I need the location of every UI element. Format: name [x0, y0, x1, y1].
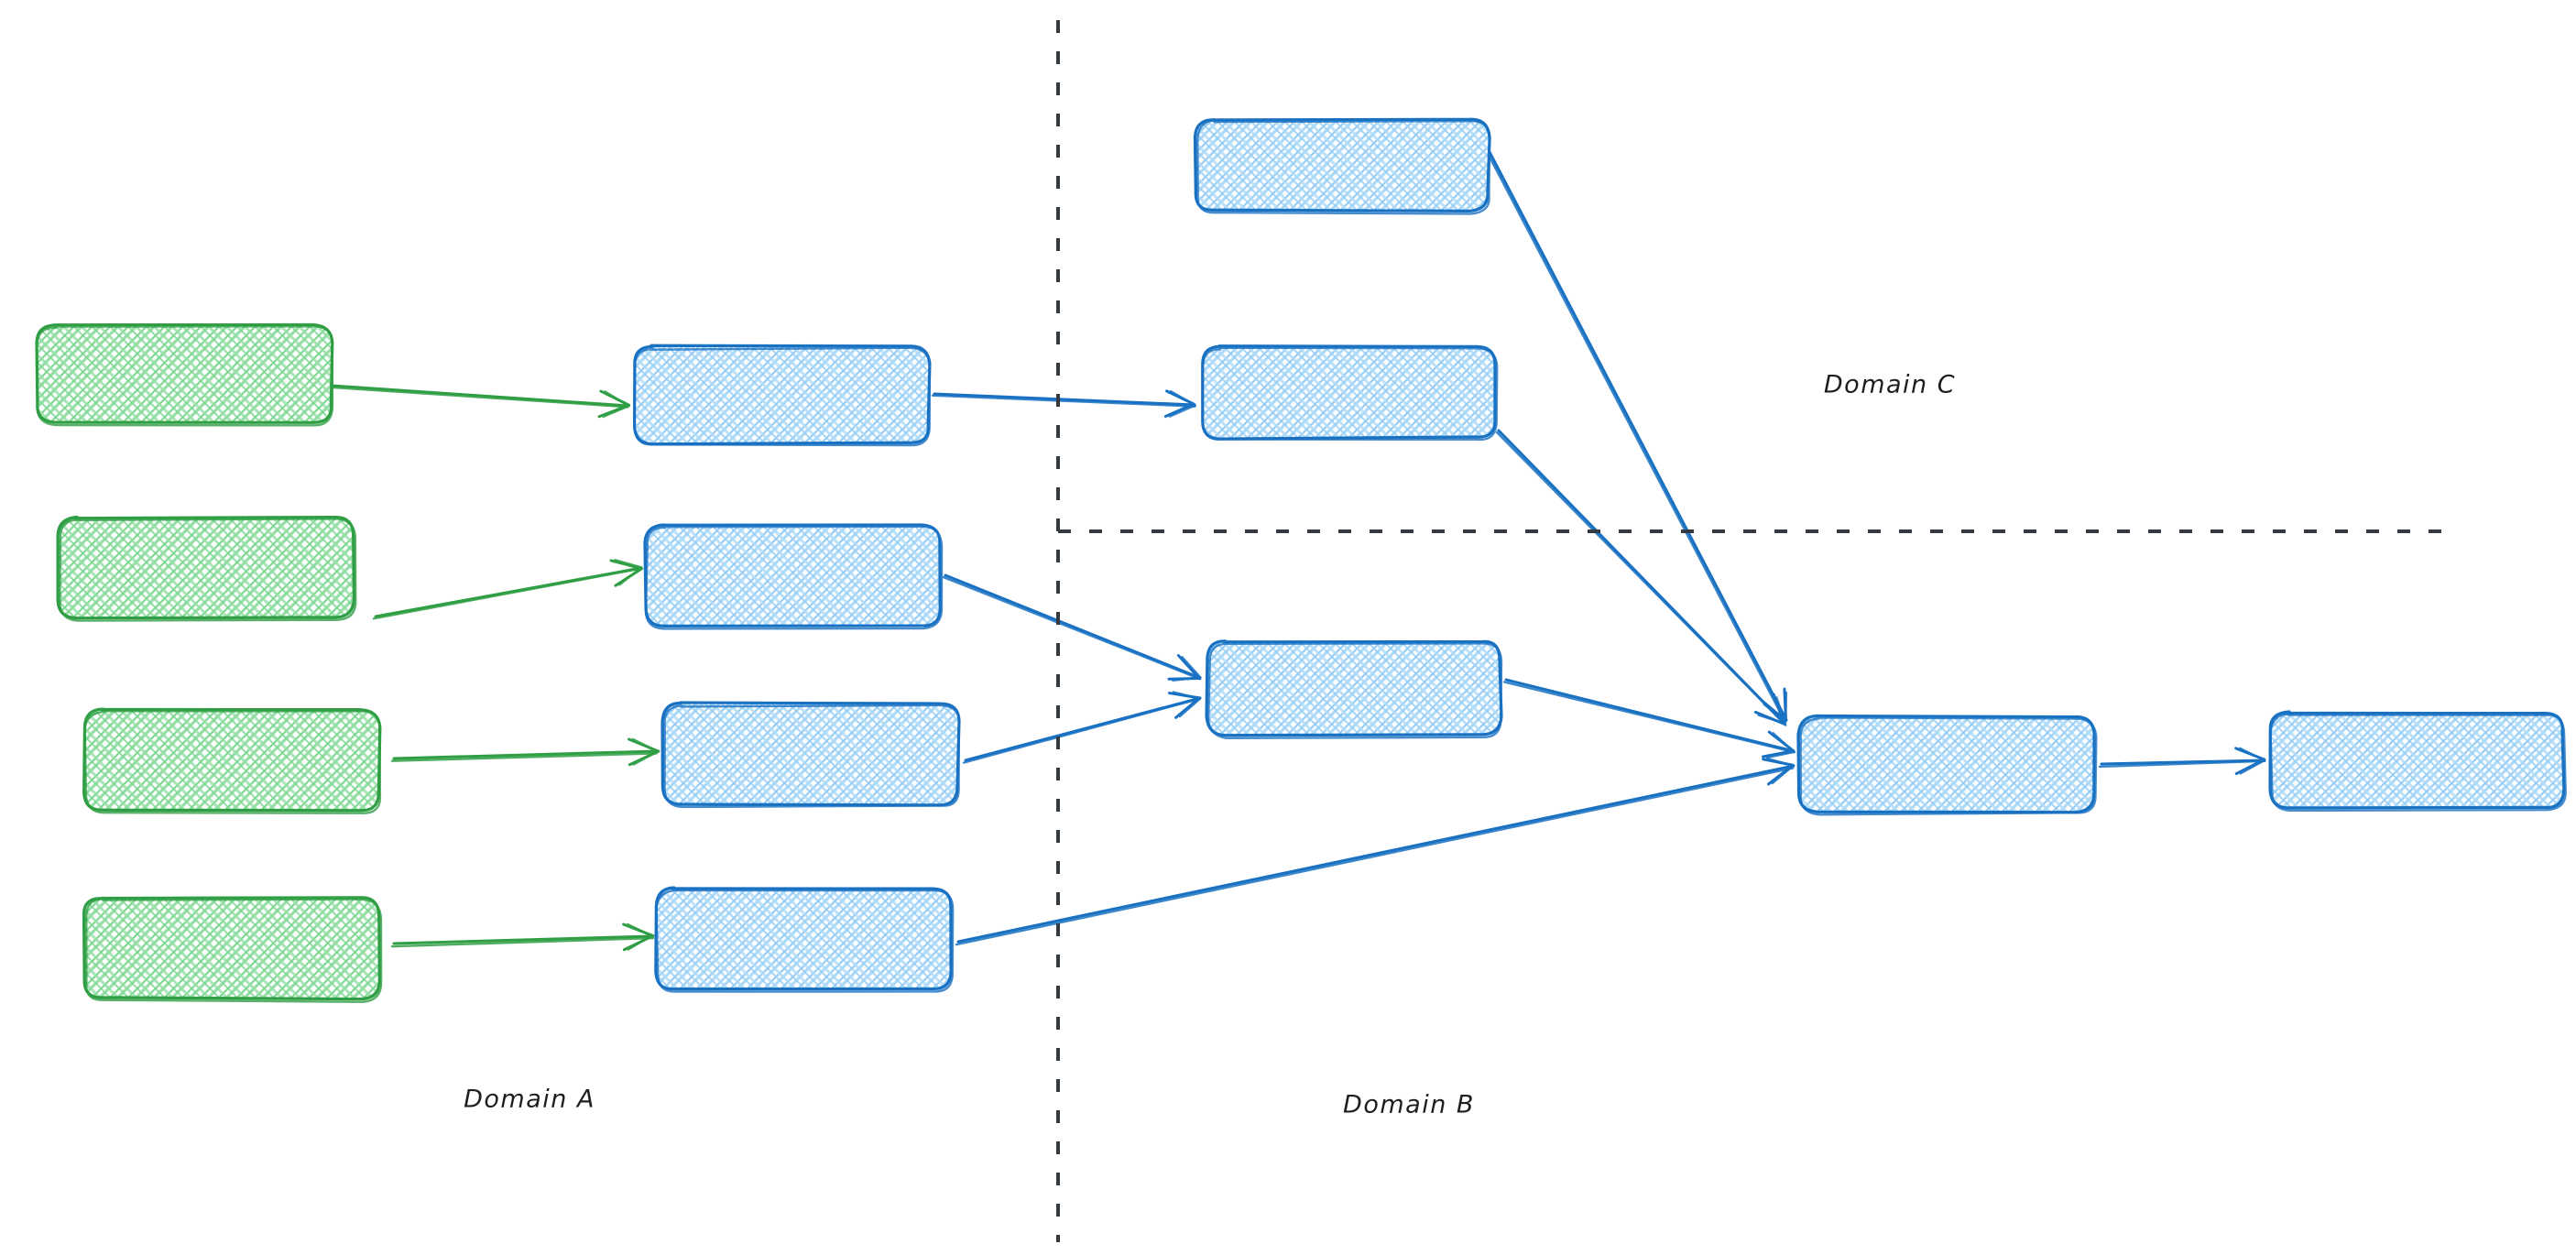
diagram-node[interactable] — [660, 701, 961, 809]
divider-layer — [1056, 20, 2455, 1242]
diagram-node[interactable] — [56, 515, 357, 622]
label-domain-b: Domain B — [1343, 1090, 1475, 1119]
diagram-edge[interactable] — [962, 691, 1202, 764]
diagram-node[interactable] — [1205, 639, 1503, 739]
diagram-edge[interactable] — [1495, 429, 1787, 726]
diagram-edge[interactable] — [1502, 678, 1796, 759]
diagram-node[interactable] — [2268, 710, 2567, 813]
diagram-edge[interactable] — [1486, 150, 1788, 724]
diagram-node[interactable] — [632, 344, 932, 447]
diagram-edge[interactable] — [955, 757, 1796, 946]
diagram-node[interactable] — [1796, 714, 2098, 816]
diagram-node[interactable] — [35, 322, 334, 427]
diagram-node[interactable] — [654, 886, 955, 993]
diagram-node[interactable] — [1193, 117, 1491, 215]
diagram-node[interactable] — [82, 707, 382, 814]
diagram-edge[interactable] — [931, 389, 1197, 419]
diagram-edge[interactable] — [390, 922, 655, 952]
diagram-node[interactable] — [82, 896, 383, 1003]
diagram-edge[interactable] — [942, 573, 1202, 682]
diagram-node[interactable] — [1201, 344, 1499, 442]
diagram-edge[interactable] — [390, 737, 660, 767]
diagram-edge[interactable] — [2098, 747, 2266, 776]
diagram-edge[interactable] — [328, 384, 631, 419]
label-domain-c: Domain C — [1823, 370, 1957, 399]
label-domain-a: Domain A — [464, 1085, 595, 1114]
node-layer — [35, 117, 2567, 1003]
diagram-edge[interactable] — [372, 559, 644, 620]
edge-layer — [328, 150, 2266, 952]
diagram-node[interactable] — [643, 523, 944, 630]
